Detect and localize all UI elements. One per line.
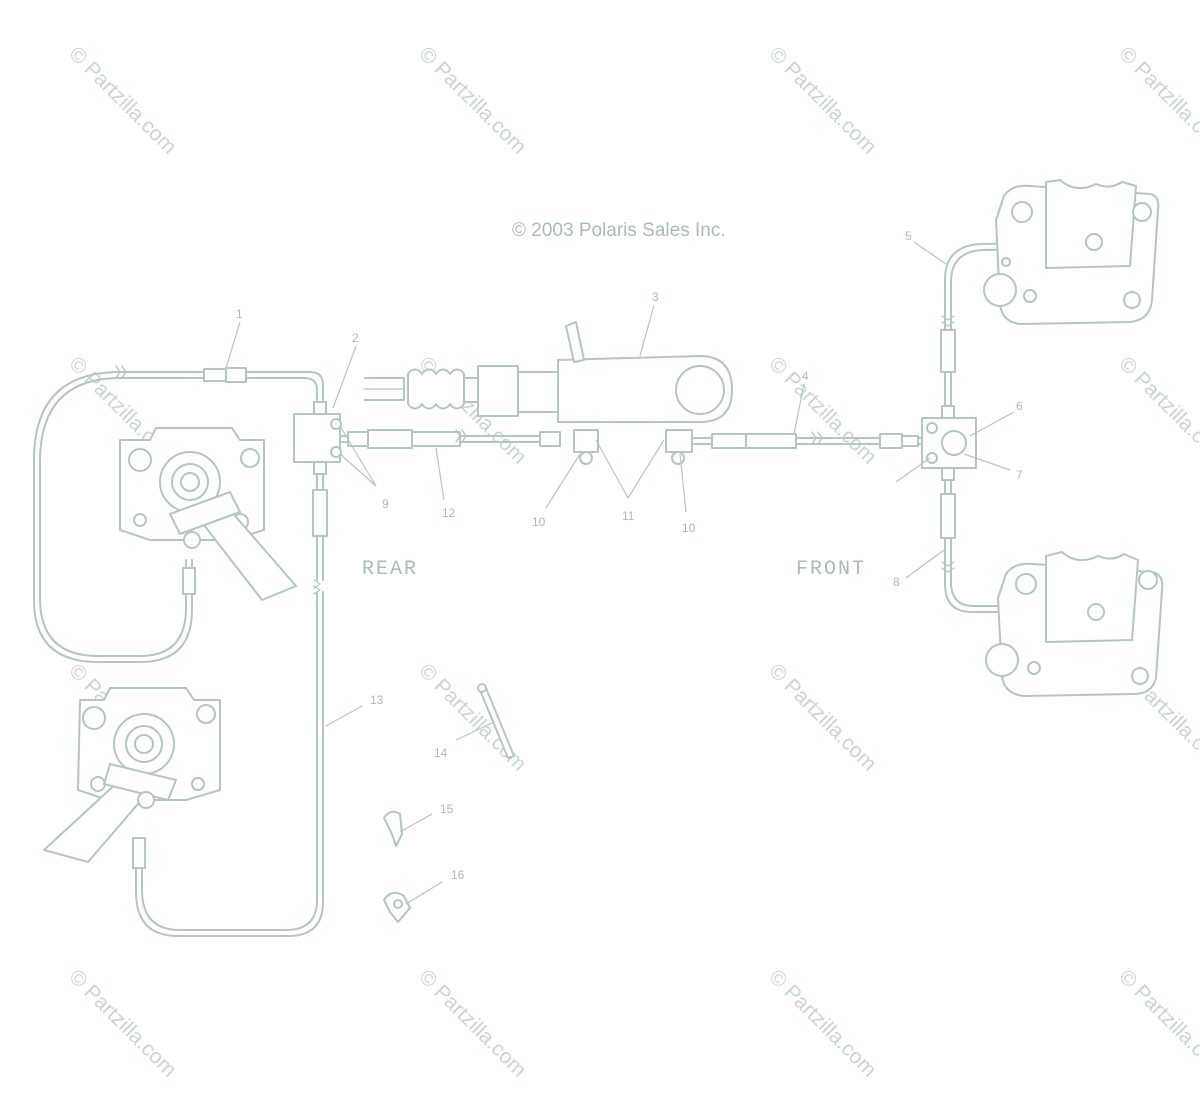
front-label: FRONT bbox=[796, 558, 866, 581]
brake-line-12 bbox=[339, 429, 561, 449]
callout-numbers: 1 2 3 4 5 6 7 8 9 10 10 11 12 13 14 15 1… bbox=[236, 229, 1023, 882]
watermark: © Partzilla.com bbox=[764, 965, 880, 1081]
watermark: © Partzilla.com bbox=[1114, 965, 1200, 1081]
watermark: © Partzilla.com bbox=[1114, 352, 1200, 468]
callout-15: 15 bbox=[440, 802, 454, 816]
callout-13: 13 bbox=[370, 693, 384, 707]
callout-16: 16 bbox=[451, 868, 465, 882]
callout-11: 11 bbox=[622, 509, 635, 523]
front-junction-block bbox=[921, 405, 977, 481]
callout-3: 3 bbox=[652, 290, 659, 304]
callout-4: 4 bbox=[802, 369, 809, 383]
callout-7: 7 bbox=[1016, 468, 1023, 482]
callout-14: 14 bbox=[434, 746, 448, 760]
master-cylinder bbox=[363, 321, 733, 465]
watermark: © Partzilla.com bbox=[764, 659, 880, 775]
watermark: © Partzilla.com bbox=[414, 659, 530, 775]
callout-2: 2 bbox=[352, 331, 359, 345]
callout-10-right: 10 bbox=[682, 521, 696, 535]
rear-caliper-upper bbox=[119, 427, 297, 601]
watermark: © Partzilla.com bbox=[414, 965, 530, 1081]
callout-5: 5 bbox=[905, 229, 912, 243]
callout-12: 12 bbox=[442, 506, 456, 520]
hardware-parts bbox=[383, 683, 515, 923]
brake-line-1 bbox=[33, 365, 324, 663]
copyright-notice: © 2003 Polaris Sales Inc. bbox=[512, 220, 726, 241]
rear-junction-block bbox=[293, 401, 342, 475]
rear-label: REAR bbox=[362, 558, 418, 581]
rear-caliper-lower bbox=[43, 687, 221, 863]
callout-6: 6 bbox=[1016, 399, 1023, 413]
callout-8: 8 bbox=[893, 575, 900, 589]
watermark: © Partzilla.com bbox=[414, 42, 530, 158]
brake-line-4 bbox=[691, 431, 921, 449]
callout-9: 9 bbox=[382, 497, 389, 511]
watermark: © Partzilla.com bbox=[764, 352, 880, 468]
brake-line-13 bbox=[132, 473, 328, 937]
front-caliper-upper bbox=[983, 179, 1160, 325]
callout-leaders bbox=[225, 241, 1015, 905]
callout-1: 1 bbox=[236, 307, 243, 321]
watermark: © Partzilla.com bbox=[64, 965, 180, 1081]
callout-10-left: 10 bbox=[532, 515, 546, 529]
watermark: © Partzilla.com bbox=[64, 42, 180, 158]
watermark: © Partzilla.com bbox=[1114, 42, 1200, 158]
brake-line-8 bbox=[940, 479, 1091, 617]
watermark: © Partzilla.com bbox=[764, 42, 880, 158]
front-caliper-lower bbox=[985, 551, 1164, 697]
